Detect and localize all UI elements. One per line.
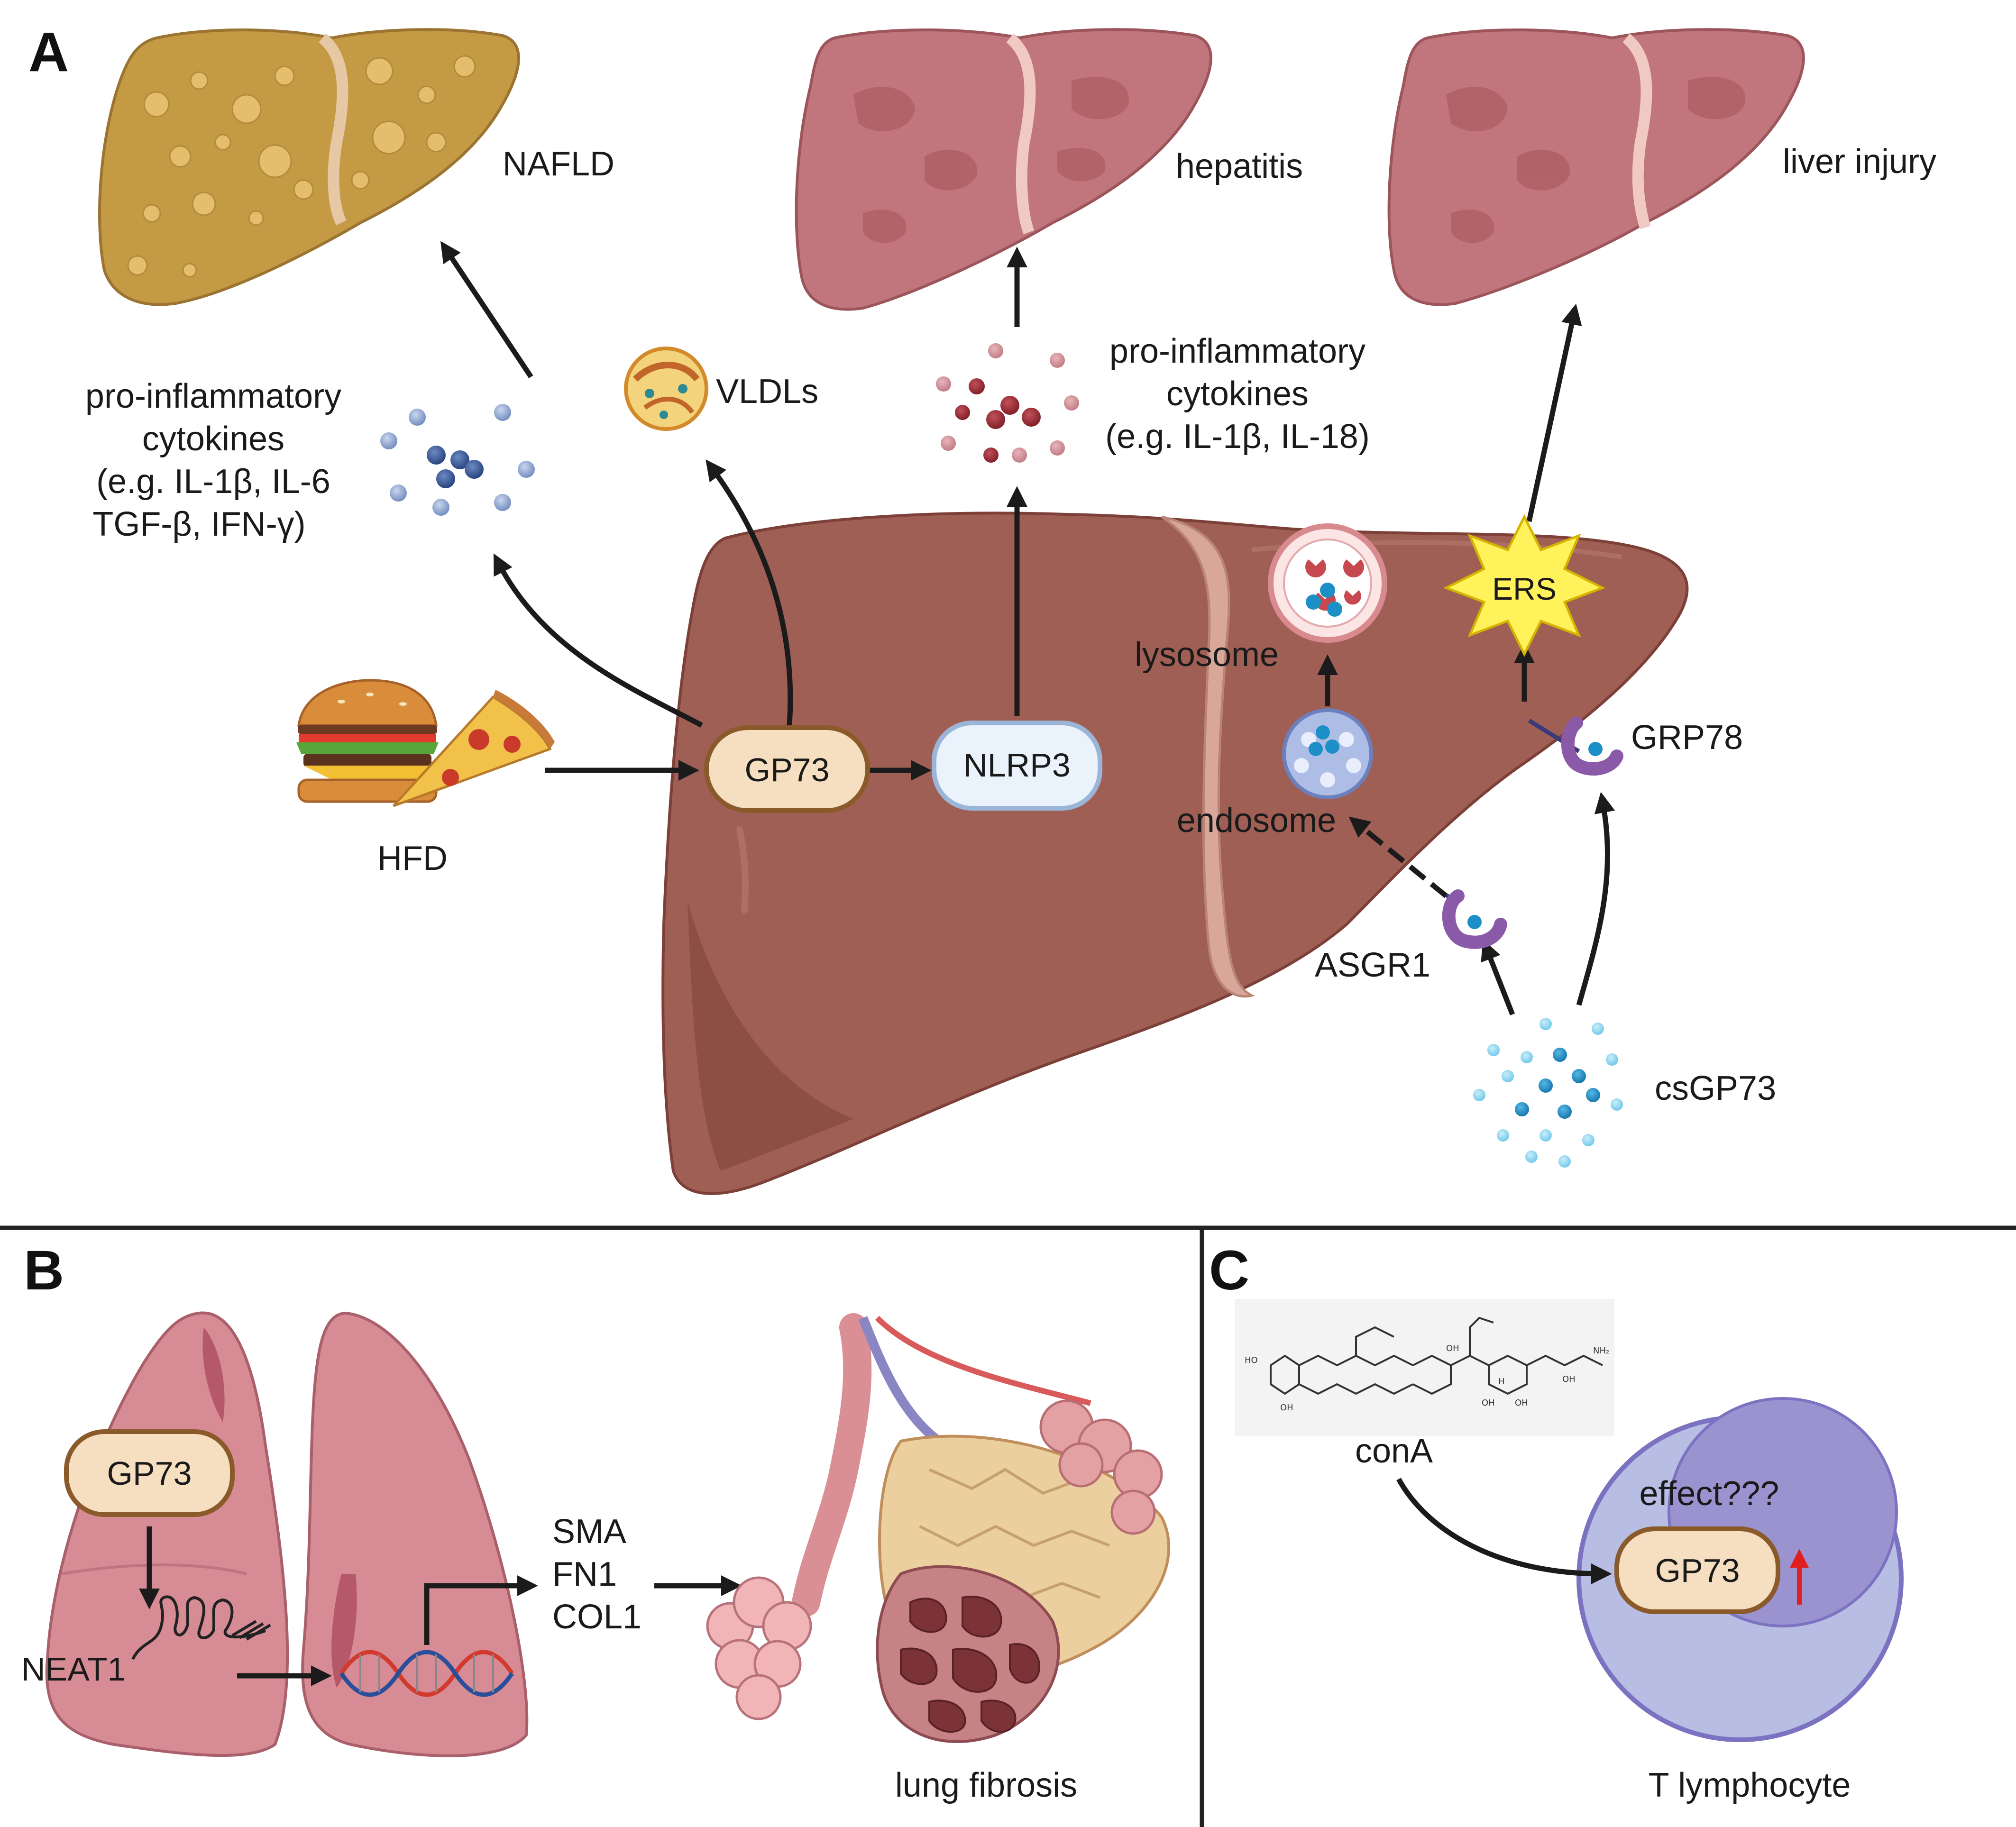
effect-label: effect??? [1640, 1475, 1779, 1513]
arrow-cona-to-gp73 [1396, 1478, 1612, 1584]
liver-injury-label: liver injury [1783, 143, 1936, 181]
arrow-gp73-to-vldls [706, 459, 793, 726]
injured-liver-illustration [1387, 28, 1805, 306]
pizza-slice-icon [393, 690, 555, 807]
ers-starburst: ERS [1443, 514, 1606, 657]
gp73-node-label: GP73 [745, 751, 830, 788]
nlrp3-node: NLRP3 [932, 721, 1102, 811]
structure-label-oh-1: OH [1280, 1403, 1293, 1413]
asgr1-label: ASGR1 [1315, 946, 1430, 984]
lysosome-icon [1268, 523, 1387, 643]
csgp73-particles [1473, 1018, 1623, 1168]
arrow-csgp73-to-asgr1 [1481, 939, 1515, 1016]
structure-label-ho: HO [1245, 1355, 1258, 1365]
arrow-cytokines-to-nafld [440, 241, 533, 379]
endosome-icon [1282, 708, 1373, 799]
structure-label-oh-4: OH [1515, 1398, 1528, 1408]
cona-label: conA [1355, 1432, 1433, 1470]
mid-cytokines-line-1: pro-inflammatory [1109, 332, 1365, 370]
structure-label-nh2: NH₂ [1593, 1346, 1609, 1356]
left-lung-illustration [45, 1311, 289, 1757]
left-cytokines-line-4: TGF-β, IFN-γ) [92, 505, 305, 543]
structure-label-h: H [1498, 1377, 1505, 1387]
arrow-csgp73-to-grp78 [1576, 792, 1615, 1006]
ers-label: ERS [1492, 571, 1557, 606]
panel-a-label: A [28, 21, 69, 83]
left-cytokines-line-1: pro-inflammatory [85, 377, 341, 415]
lung-fibrosis-illustration [706, 1313, 1171, 1743]
gp73-node: GP73 [704, 725, 870, 813]
hepatitis-liver-illustration [795, 28, 1212, 311]
gene-list: SMA FN1 COL1 [552, 1513, 641, 1636]
fatty-liver-illustration [98, 28, 520, 306]
neat1-label: NEAT1 [21, 1651, 126, 1688]
hfd-label: HFD [377, 840, 448, 877]
t-lymphocyte-label: T lymphocyte [1649, 1766, 1851, 1804]
mid-cytokines-line-2: cytokines [1166, 375, 1309, 413]
csgp73-label: csGP73 [1655, 1069, 1776, 1107]
mid-cytokines-line-3: (e.g. IL-1β, IL-18) [1105, 418, 1370, 456]
lung-fibrosis-label: lung fibrosis [895, 1766, 1077, 1804]
arrow-ers-to-liver-injury [1526, 303, 1582, 522]
vldls-label: VLDLs [716, 373, 818, 411]
arrow-gp73-to-cytokines [493, 553, 703, 728]
left-cytokines-label: pro-inflammatory cytokines (e.g. IL-1β, … [85, 377, 341, 543]
gp73-node-cell: GP73 [1614, 1526, 1780, 1614]
left-cytokines-line-3: (e.g. IL-1β, IL-6 [96, 463, 330, 501]
nlrp3-node-label: NLRP3 [963, 747, 1071, 784]
neat1-rna-icon [131, 1595, 271, 1660]
endosome-label: endosome [1177, 802, 1336, 840]
grp78-label: GRP78 [1631, 719, 1743, 757]
lysosome-label: lysosome [1135, 636, 1279, 674]
arrow-asgr1-to-endosome [1348, 816, 1448, 898]
arrow-dna-to-genes [424, 1575, 538, 1645]
nafld-label: NAFLD [503, 145, 614, 183]
gene-fn1: FN1 [552, 1555, 617, 1593]
vldl-particle-icon [624, 347, 708, 431]
dna-helix-icon [339, 1650, 514, 1697]
hepatitis-label: hepatitis [1176, 147, 1303, 185]
gene-sma: SMA [552, 1513, 626, 1551]
blue-cytokine-particles [380, 404, 535, 516]
gp73-cell-label: GP73 [1655, 1552, 1740, 1589]
gp73-lung-label: GP73 [107, 1455, 192, 1492]
right-lung-illustration [301, 1311, 529, 1757]
panel-b-label: B [24, 1239, 64, 1302]
gp73-node-lung: GP73 [64, 1429, 235, 1517]
structure-label-oh-3: OH [1482, 1398, 1495, 1408]
mid-cytokines-label: pro-inflammatory cytokines (e.g. IL-1β, … [1105, 332, 1370, 456]
structure-label-oh-5: OH [1562, 1374, 1576, 1384]
cona-structure-image: HO OH OH OH OH OH NH₂ H [1235, 1299, 1614, 1436]
panel-c-label: C [1209, 1239, 1249, 1302]
structure-label-oh-2: OH [1446, 1343, 1459, 1353]
red-cytokine-particles [936, 343, 1079, 463]
grp78-receptor-icon [1561, 716, 1623, 776]
left-cytokines-line-2: cytokines [142, 420, 284, 458]
asgr1-receptor-icon [1442, 889, 1507, 949]
gene-col1: COL1 [552, 1598, 641, 1636]
